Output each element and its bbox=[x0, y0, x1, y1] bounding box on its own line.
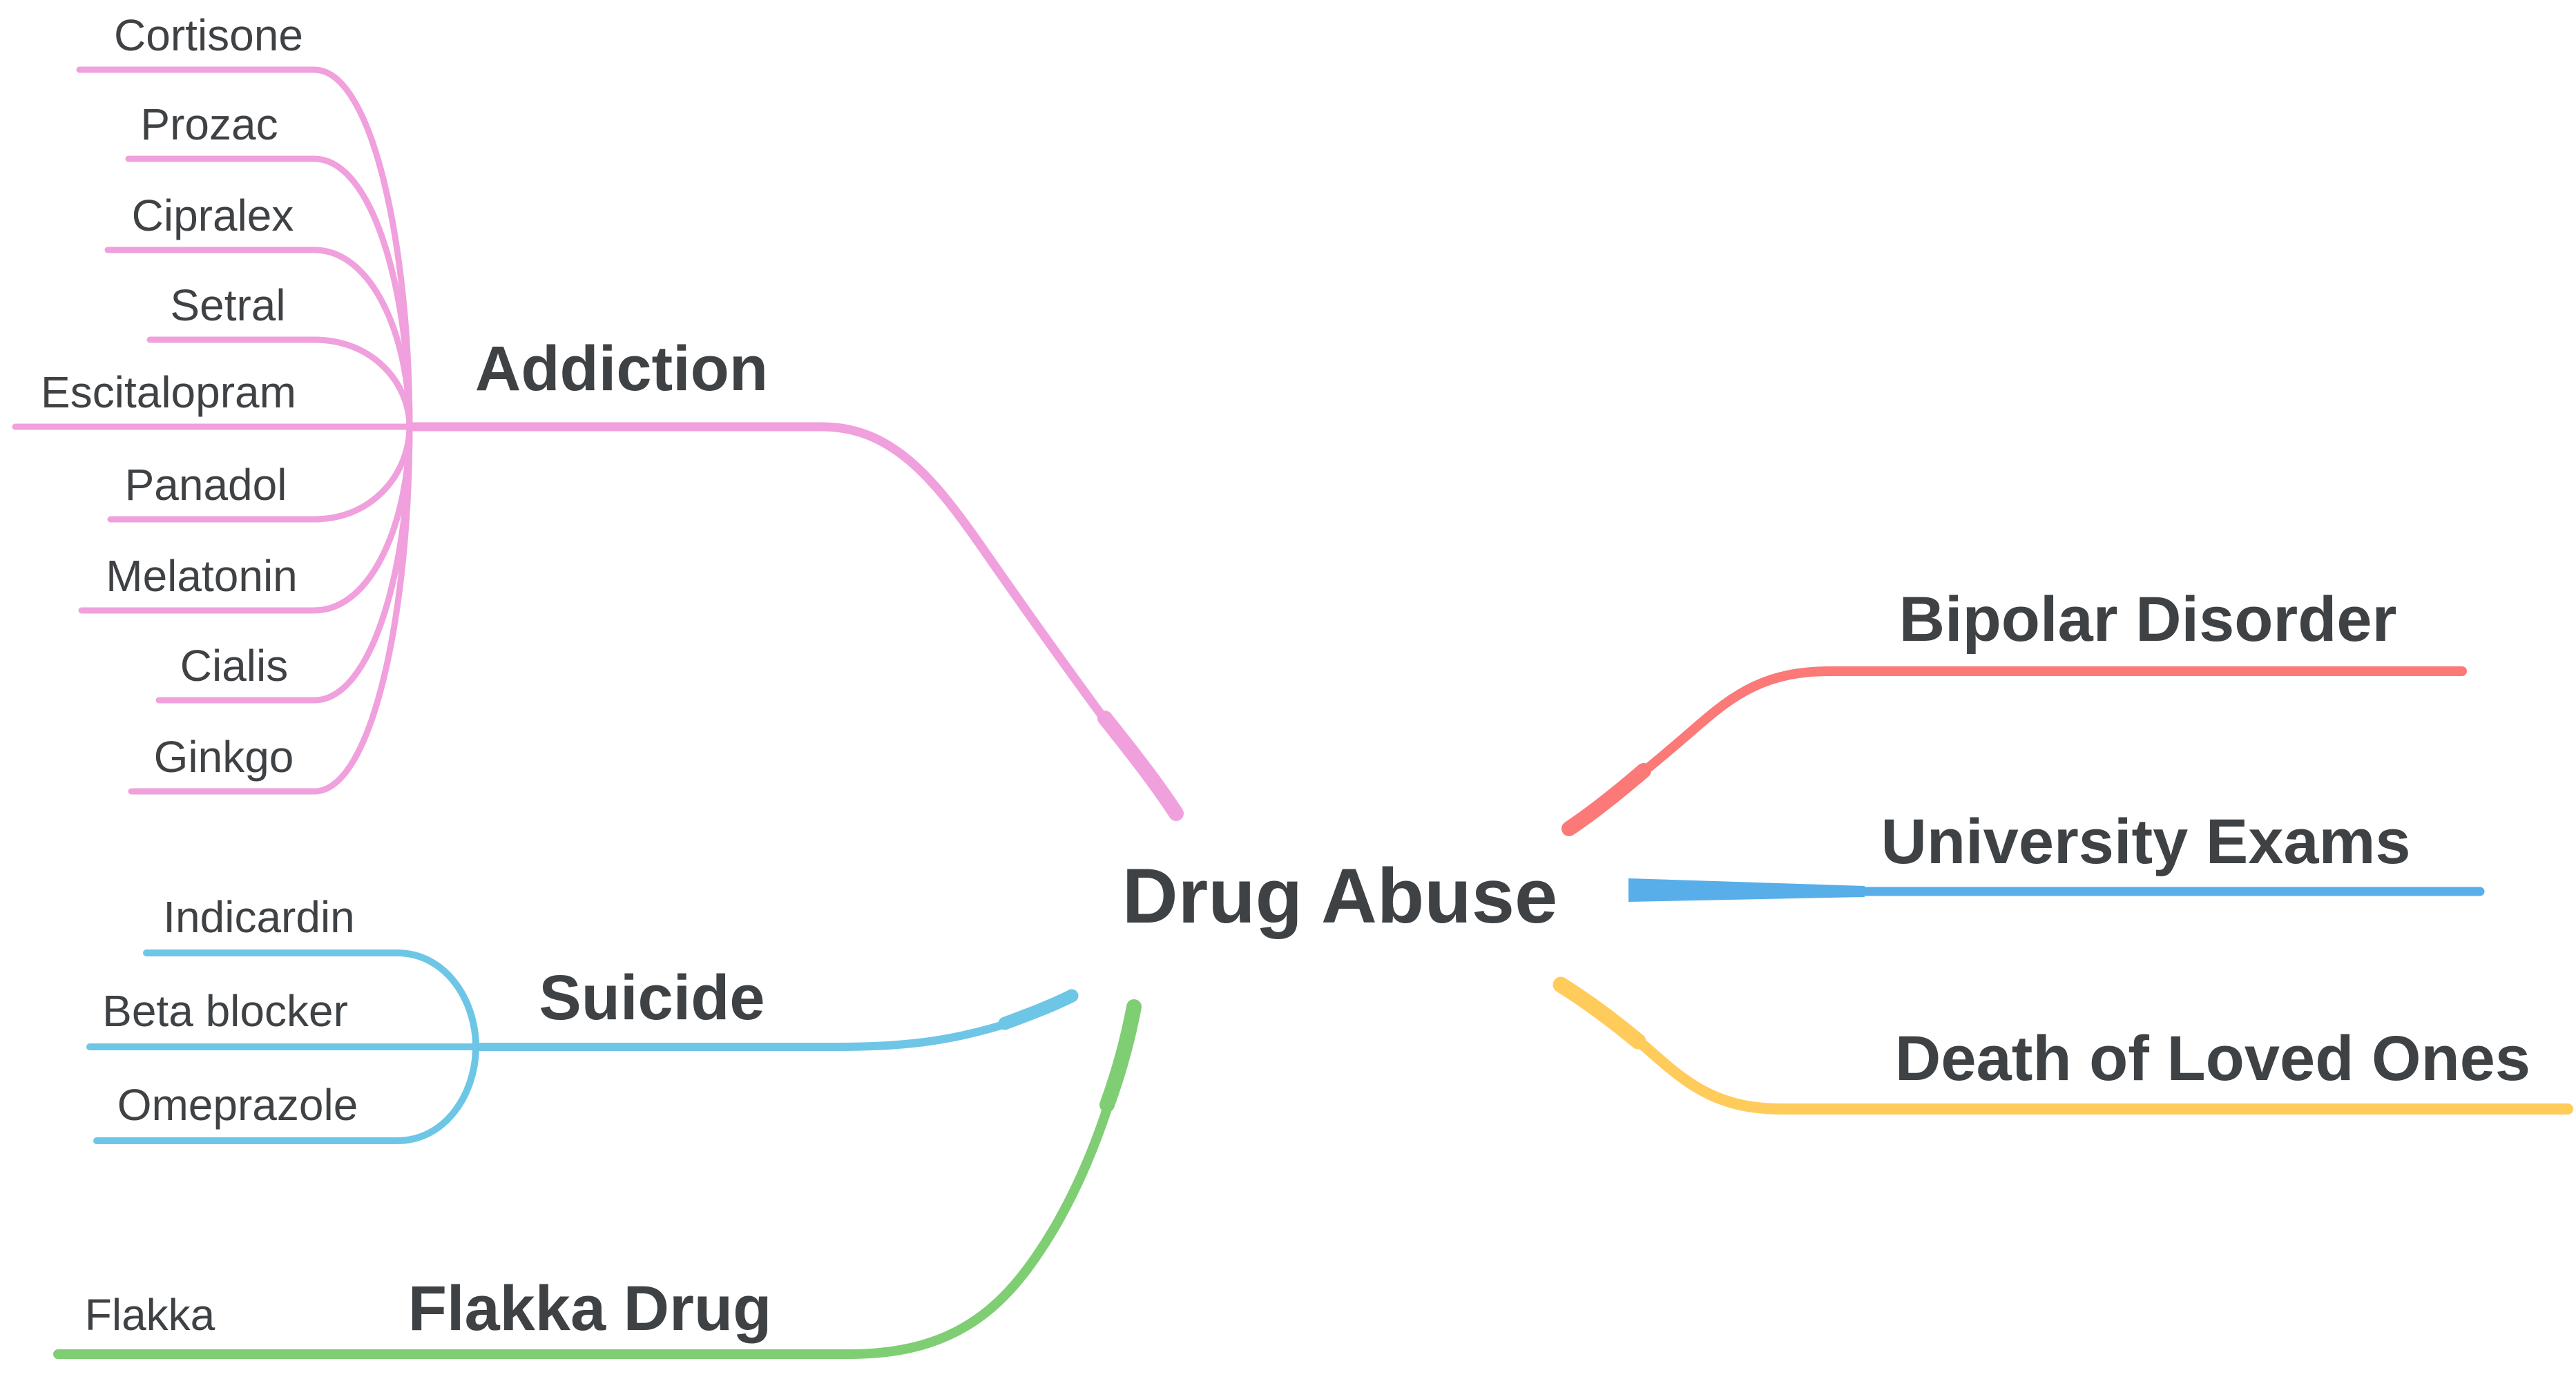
branch-bipolar-disorder: Bipolar Disorder bbox=[1561, 584, 2467, 836]
branch-taper-addiction bbox=[1097, 711, 1184, 821]
sub-label-cipralex[interactable]: Cipralex bbox=[132, 191, 294, 240]
branch-death-of-loved-ones: Death of Loved Ones bbox=[1553, 976, 2573, 1115]
sub-label-indicardin[interactable]: Indicardin bbox=[163, 892, 355, 942]
subline-ginkgo bbox=[128, 423, 413, 795]
central-topic[interactable]: Drug Abuse bbox=[1122, 853, 1558, 939]
subline-omeprazole bbox=[93, 1043, 479, 1144]
subline-setral bbox=[146, 336, 413, 430]
sub-label-flakka[interactable]: Flakka bbox=[85, 1290, 215, 1340]
branch-label-death-of-loved-ones[interactable]: Death of Loved Ones bbox=[1895, 1023, 2530, 1094]
branch-taper-flakka-drug bbox=[1099, 999, 1142, 1112]
sub-label-setral[interactable]: Setral bbox=[170, 280, 285, 330]
branch-label-bipolar-disorder[interactable]: Bipolar Disorder bbox=[1899, 584, 2397, 655]
branch-line-bipolar-disorder bbox=[1564, 666, 2467, 833]
sub-label-beta-blocker[interactable]: Beta blocker bbox=[102, 986, 348, 1036]
branch-taper-bipolar-disorder bbox=[1561, 763, 1651, 836]
sub-label-escitalopram[interactable]: Escitalopram bbox=[41, 367, 296, 417]
branch-addiction: Addiction Cortisone Prozac Cipralex Setr… bbox=[12, 10, 1184, 821]
sub-label-cialis[interactable]: Cialis bbox=[180, 641, 288, 691]
sub-label-panadol[interactable]: Panadol bbox=[125, 460, 287, 510]
branch-university-exams: University Exams bbox=[1628, 807, 2485, 902]
sub-label-omeprazole[interactable]: Omeprazole bbox=[117, 1080, 358, 1130]
branch-taper-suicide bbox=[998, 989, 1079, 1030]
branch-taper-university-exams bbox=[1628, 878, 1865, 902]
sub-label-melatonin[interactable]: Melatonin bbox=[106, 551, 298, 601]
sub-label-ginkgo[interactable]: Ginkgo bbox=[154, 732, 294, 782]
branch-label-suicide[interactable]: Suicide bbox=[539, 963, 765, 1033]
sub-label-prozac[interactable]: Prozac bbox=[140, 99, 278, 149]
branch-flakka-drug: Flakka Drug Flakka bbox=[53, 999, 1142, 1359]
branch-label-flakka-drug[interactable]: Flakka Drug bbox=[408, 1273, 772, 1344]
branch-line-addiction bbox=[405, 422, 1181, 818]
branch-taper-death-of-loved-ones bbox=[1553, 976, 1646, 1050]
subline-indicardin bbox=[143, 949, 479, 1050]
subline-cipralex bbox=[104, 247, 413, 430]
sub-label-cortisone[interactable]: Cortisone bbox=[114, 10, 303, 60]
branch-label-university-exams[interactable]: University Exams bbox=[1881, 807, 2410, 877]
branch-suicide: Suicide Indicardin Beta blocker Omeprazo… bbox=[86, 892, 1079, 1144]
branch-label-addiction[interactable]: Addiction bbox=[475, 334, 768, 404]
